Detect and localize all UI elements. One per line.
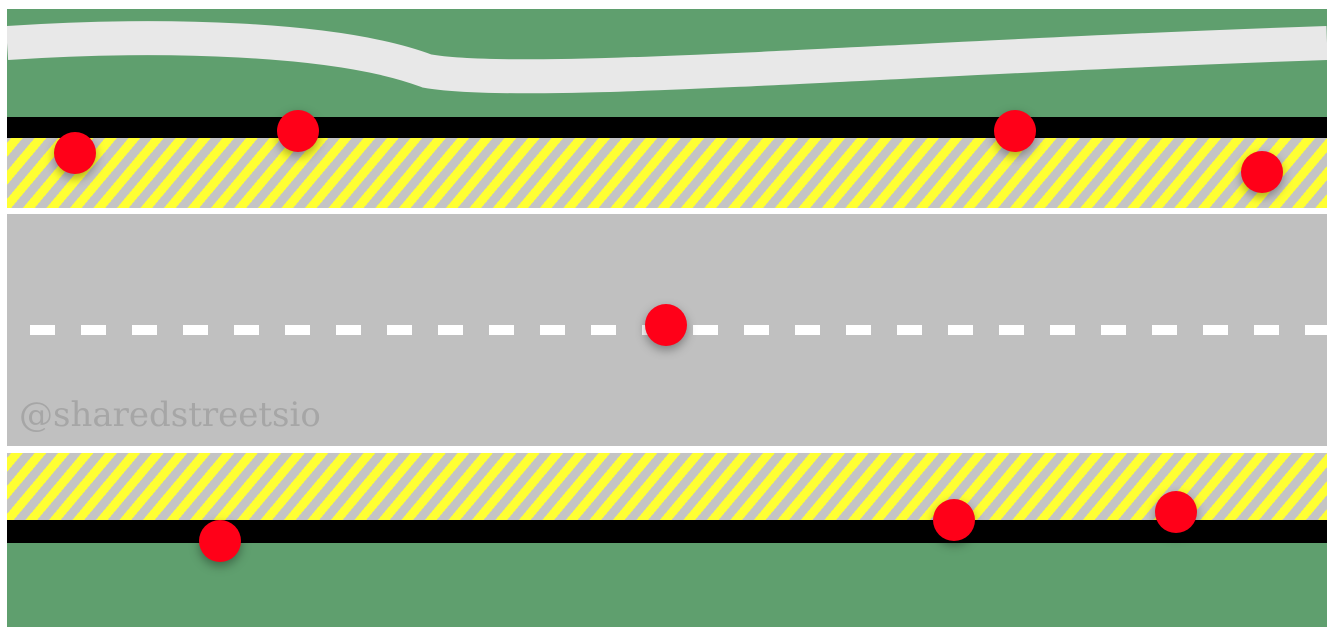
- watermark: @sharedstreetsio: [19, 395, 321, 435]
- marker-dot-8[interactable]: [1155, 491, 1197, 533]
- curb-bottom: [7, 520, 1327, 543]
- curb-top: [7, 117, 1327, 138]
- sidewalk-hatch-bottom: [7, 453, 1327, 523]
- marker-dot-1[interactable]: [54, 132, 96, 174]
- marker-dot-7[interactable]: [933, 499, 975, 541]
- marker-dot-4[interactable]: [1241, 151, 1283, 193]
- marker-dot-2[interactable]: [277, 110, 319, 152]
- center-dashed-line: [30, 325, 1327, 335]
- river: [7, 21, 1327, 94]
- sidewalk-hatch-top: [7, 138, 1327, 208]
- lane-line-bottom: [7, 446, 1327, 453]
- marker-dot-5[interactable]: [645, 304, 687, 346]
- street-diagram: @sharedstreetsio: [7, 9, 1327, 627]
- marker-dot-3[interactable]: [994, 110, 1036, 152]
- marker-dot-6[interactable]: [199, 520, 241, 562]
- lane-line-top: [7, 208, 1327, 214]
